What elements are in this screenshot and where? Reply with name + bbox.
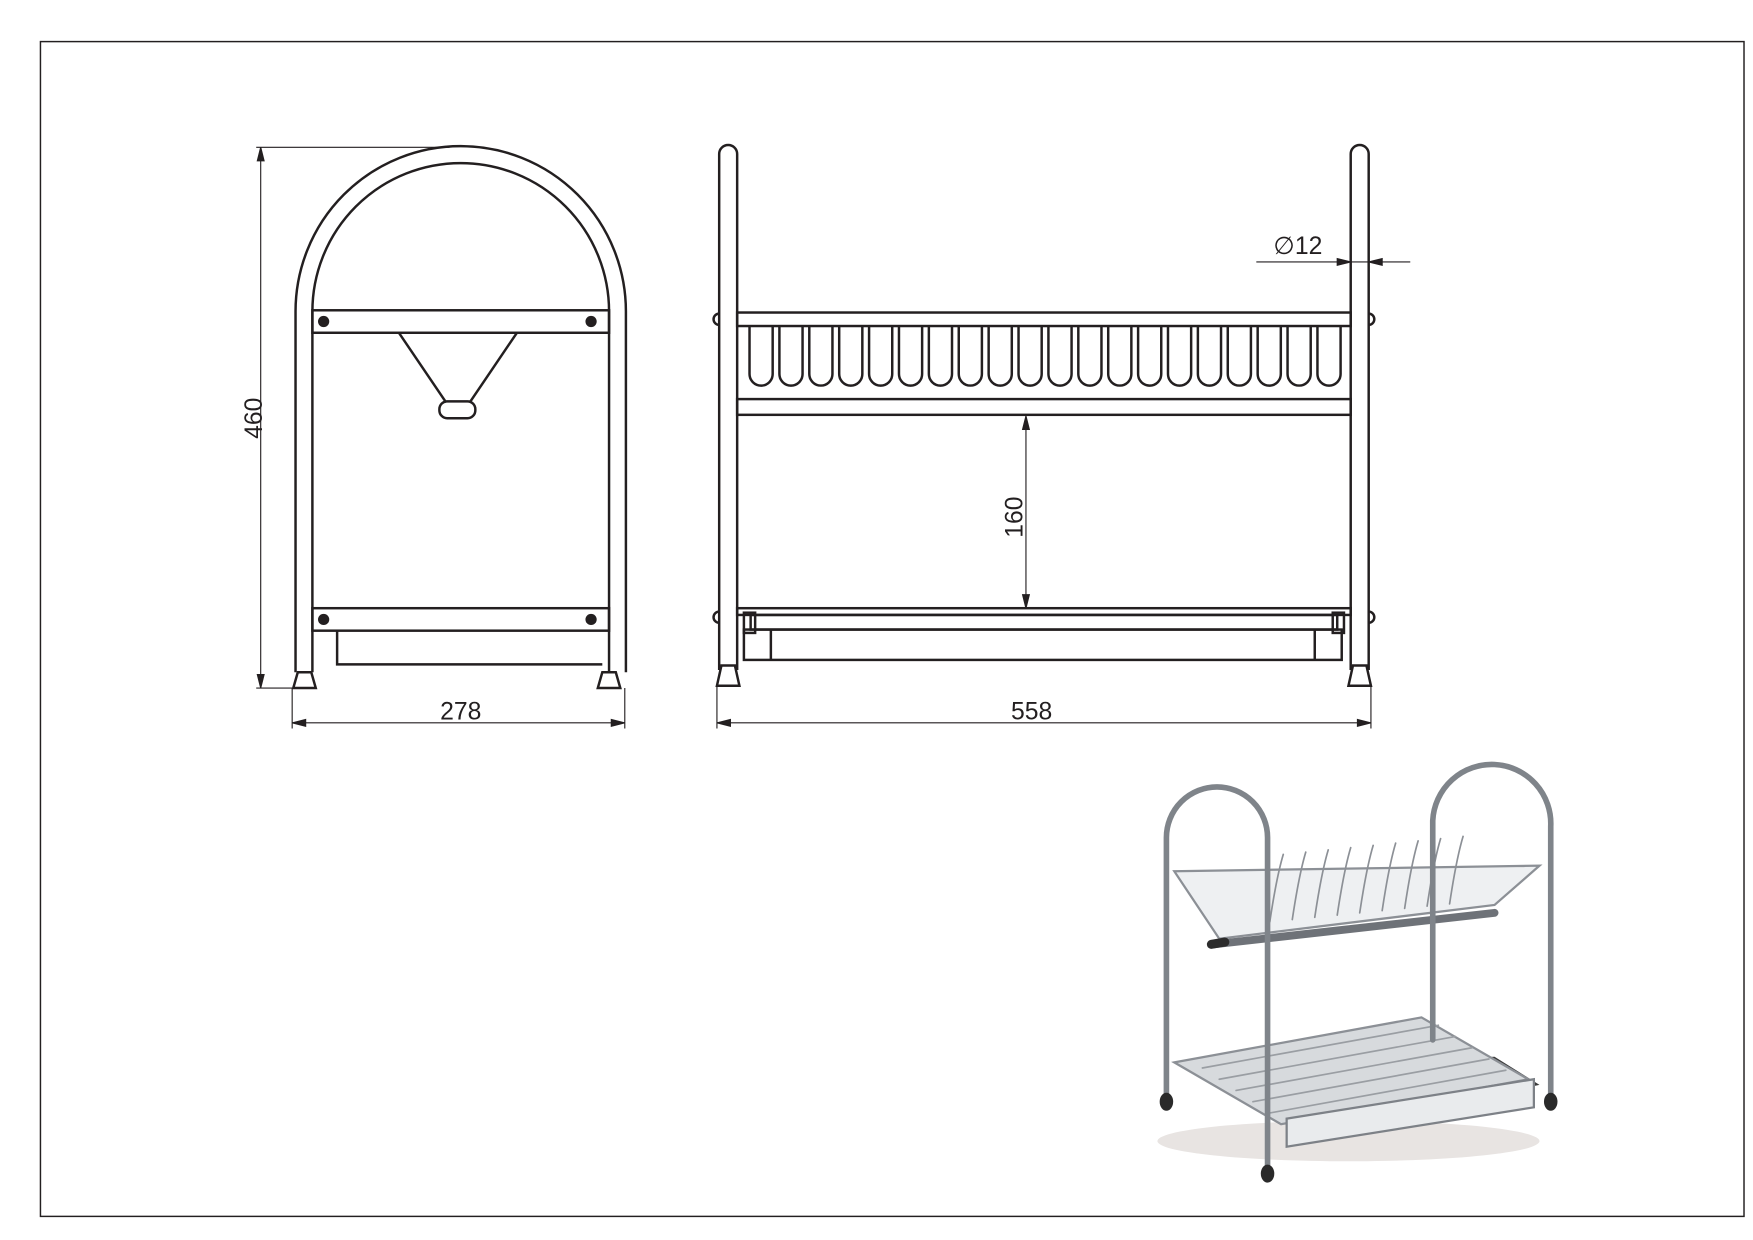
shelf-gap-label: 160: [1002, 497, 1029, 538]
side-frame-inner: [311, 161, 611, 673]
rack-tine: [1166, 326, 1193, 387]
rack-tine: [987, 326, 1014, 387]
rack-tine: [837, 326, 864, 387]
height-dimension-label: 460: [241, 398, 268, 439]
side-bottom-bar: [311, 606, 611, 632]
hanging-strap: [397, 332, 518, 404]
rack-tine: [1017, 326, 1043, 387]
rack-tine: [808, 326, 834, 387]
front-width-dimension-line: [716, 685, 1372, 729]
foot: [715, 664, 741, 688]
bolt-icon: [585, 613, 597, 626]
dimension-arrows: [716, 718, 1372, 727]
tube-diameter-label: ∅12: [1273, 233, 1322, 260]
rack-tine: [867, 326, 894, 387]
end-cap: [742, 611, 757, 635]
side-frame-outer: [294, 144, 628, 673]
rack-tine: [1106, 326, 1133, 387]
top-shelf-rail: [735, 311, 1352, 328]
right-post: [1349, 143, 1370, 671]
top-shelf-bottom-rail: [735, 397, 1352, 417]
plate-rack-tines: [748, 326, 1342, 387]
rack-tine: [1226, 326, 1253, 387]
bolt-icon: [585, 315, 597, 328]
rack-tine: [1286, 326, 1312, 387]
rack-tine: [1196, 326, 1223, 387]
strap-buckle: [438, 400, 477, 420]
bolt-icon: [318, 315, 330, 328]
dimension-arrows: [1336, 257, 1383, 267]
front-view: 160 ∅12 558: [712, 143, 1411, 729]
drawing-border: [39, 40, 1745, 1218]
side-view: 460 278: [241, 144, 628, 729]
rack-tine: [1077, 326, 1103, 387]
side-drip-tray: [335, 630, 603, 666]
foot: [596, 671, 622, 690]
rack-tine: [1136, 326, 1163, 387]
rack-tine: [748, 326, 774, 387]
bolt-icon: [318, 613, 330, 626]
drip-tray: [742, 628, 1343, 662]
height-dimension-line: [256, 146, 450, 689]
tray-ends: [769, 629, 1316, 660]
product-photo: [1157, 761, 1558, 1183]
foot: [291, 671, 318, 690]
dimension-arrows: [292, 718, 625, 727]
rack-tine: [1047, 326, 1073, 387]
rack-tine: [897, 326, 924, 387]
rack-tine: [1256, 326, 1283, 387]
dimension-arrows: [1021, 415, 1031, 609]
left-post: [717, 143, 739, 671]
foot: [1346, 664, 1373, 688]
knob: [712, 312, 1376, 625]
side-width-label: 278: [440, 698, 481, 725]
end-cap: [1331, 611, 1346, 635]
rack-tine: [778, 326, 804, 387]
dimension-arrows: [256, 147, 265, 689]
front-width-label: 558: [1011, 698, 1052, 725]
bottom-tray-bar: [749, 613, 1339, 631]
rack-tine: [927, 326, 954, 387]
width-dimension-line: [291, 688, 626, 729]
side-top-bar: [311, 309, 611, 335]
rack-tine: [1316, 326, 1342, 387]
rack-tine: [957, 326, 984, 387]
